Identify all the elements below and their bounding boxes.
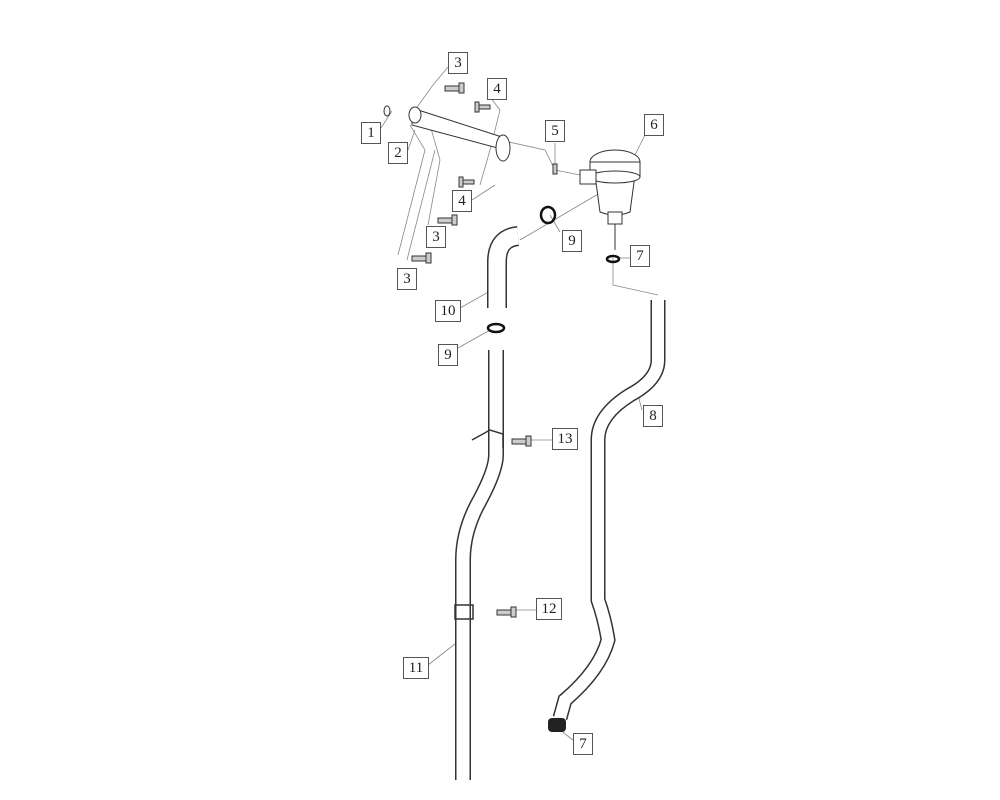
- callout-3: 3: [397, 268, 417, 290]
- callout-2: 2: [388, 142, 408, 164]
- callout-7: 7: [573, 733, 593, 755]
- clamps: [486, 205, 621, 334]
- bracket-assembly: [383, 105, 511, 162]
- callout-13: 13: [552, 428, 578, 450]
- callout-9: 9: [438, 344, 458, 366]
- callout-3: 3: [448, 52, 468, 74]
- callout-4: 4: [452, 190, 472, 212]
- callout-1: 1: [361, 122, 381, 144]
- callout-11: 11: [403, 657, 429, 679]
- callout-9: 9: [562, 230, 582, 252]
- cap-7: [548, 718, 566, 732]
- separator-6: [579, 149, 641, 250]
- callout-7: 7: [630, 245, 650, 267]
- callout-12: 12: [536, 598, 562, 620]
- callout-8: 8: [643, 405, 663, 427]
- callout-3: 3: [426, 226, 446, 248]
- bolts: [411, 82, 558, 618]
- callout-5: 5: [545, 120, 565, 142]
- callout-10: 10: [435, 300, 461, 322]
- tubes: [454, 226, 666, 780]
- callout-6: 6: [644, 114, 664, 136]
- callout-4: 4: [487, 78, 507, 100]
- bolt-1: [383, 105, 391, 117]
